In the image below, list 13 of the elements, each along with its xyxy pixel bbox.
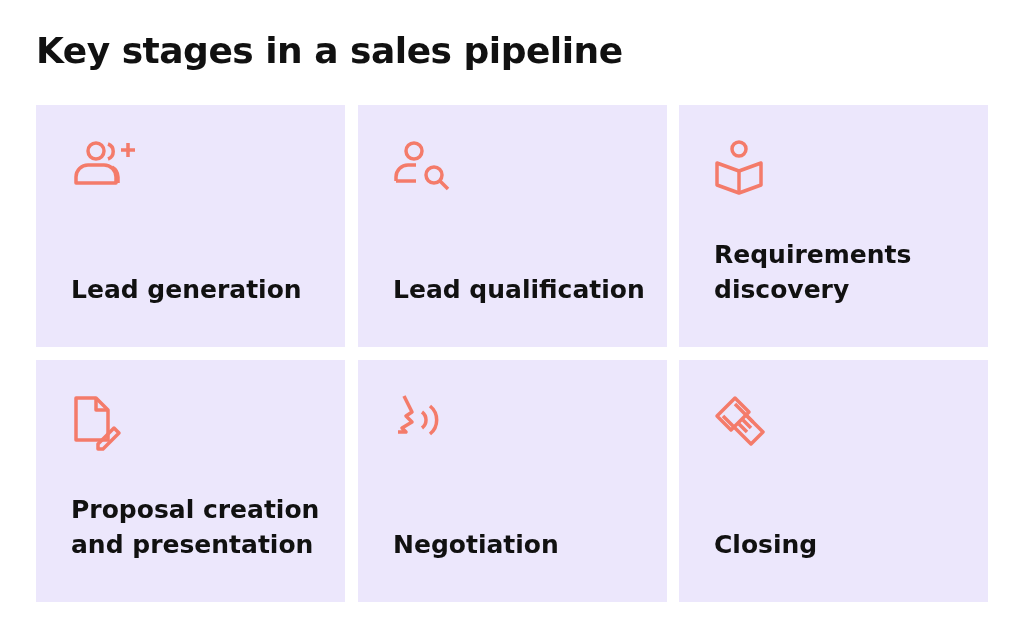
stage-name: Lead qualification — [393, 274, 646, 306]
stage-name: Closing — [714, 529, 819, 561]
stage-card — [36, 360, 345, 602]
title: Key stages in a sales pipeline — [36, 30, 623, 71]
stage-name: Lead generation — [71, 274, 303, 306]
stage-card — [679, 105, 988, 347]
stage-card — [36, 105, 345, 347]
stage-name: Negotiation — [393, 529, 560, 561]
stage-name: Proposal creation and presentation — [71, 494, 321, 561]
stage-card — [358, 105, 667, 347]
stage-card — [679, 360, 988, 602]
stage-card — [358, 360, 667, 602]
stage-name: Requirements discovery — [714, 239, 913, 306]
